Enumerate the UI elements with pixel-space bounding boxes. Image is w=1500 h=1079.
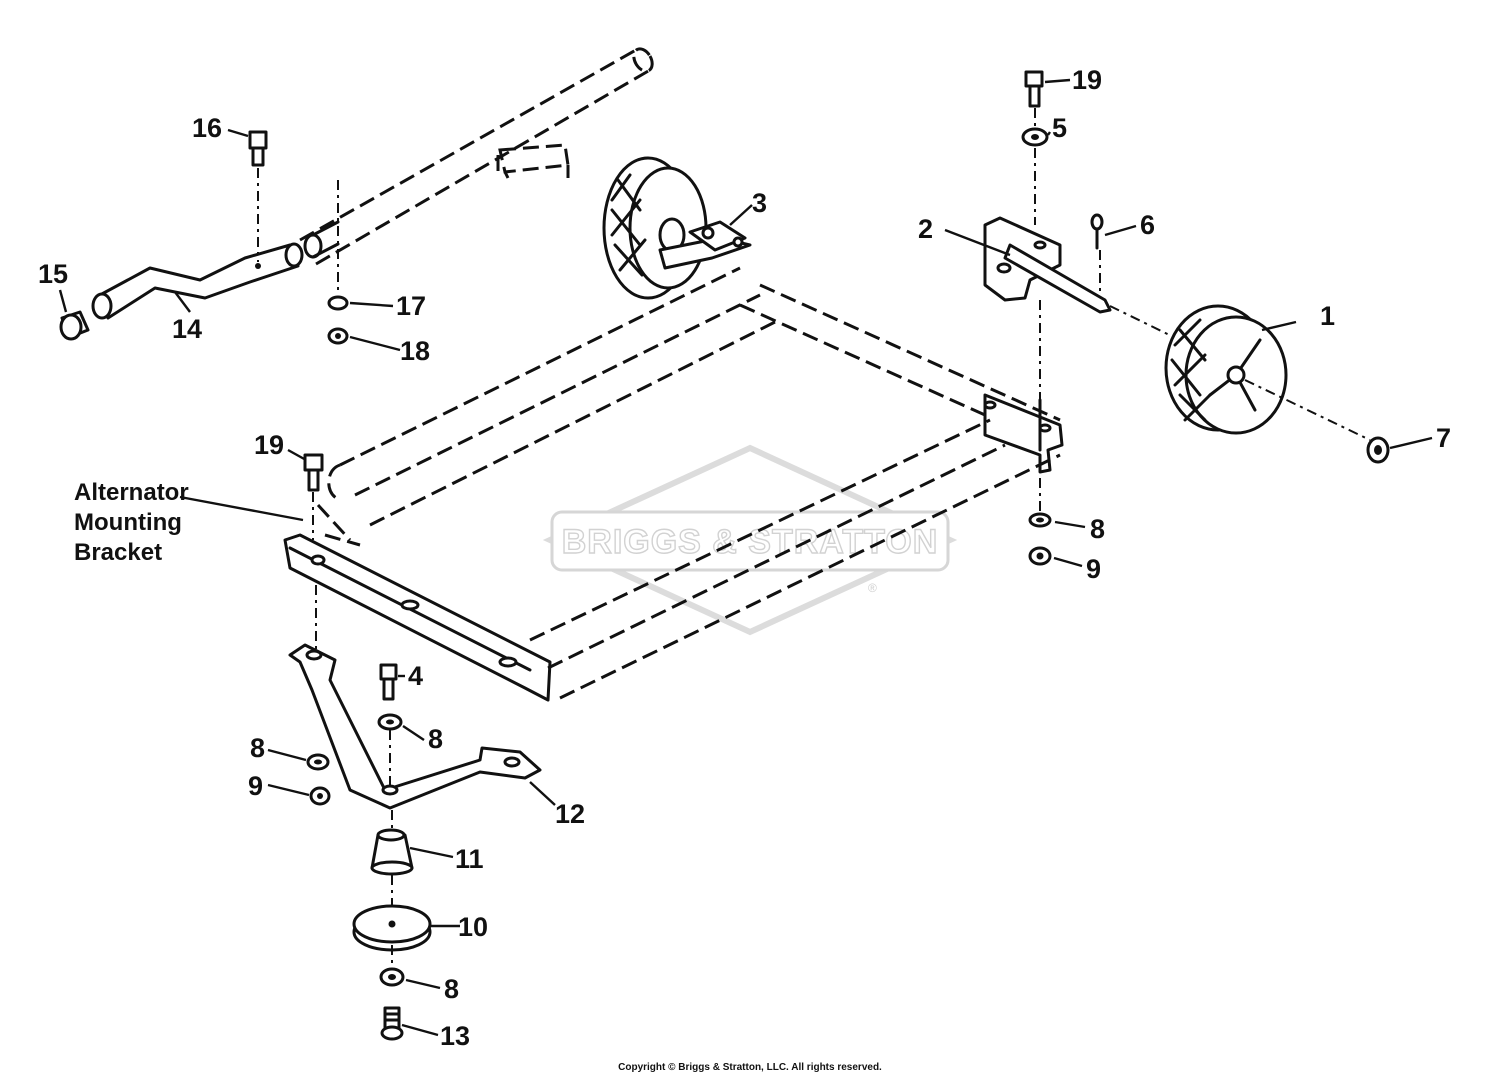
callout-6: 6 (1140, 210, 1155, 240)
callout-8-bracket: 8 (250, 733, 265, 763)
alternator-mounting-bracket-label: Alternator Mounting Bracket (74, 479, 189, 566)
callout-18: 18 (400, 336, 430, 366)
callout-3: 3 (752, 188, 767, 218)
callout-9-rear: 9 (1086, 554, 1101, 584)
leader-lines (58, 78, 1433, 1037)
callout-13: 13 (440, 1021, 470, 1051)
part-16-bolt (248, 130, 268, 262)
frame-dashed (327, 266, 1061, 700)
callout-11: 11 (455, 844, 484, 874)
callout-15: 15 (38, 259, 68, 289)
callout-17: 17 (396, 291, 426, 321)
part-4-bolt (377, 663, 403, 785)
callout-5: 5 (1052, 113, 1067, 143)
copyright-notice: Copyright © Briggs & Stratton, LLC. All … (618, 1062, 882, 1073)
callout-16: 16 (192, 113, 222, 143)
callout-19-front: 19 (254, 430, 284, 460)
callout-1: 1 (1320, 301, 1335, 331)
part-19-front-bolt (303, 453, 361, 650)
frame-solid-front (283, 533, 552, 702)
part-11-isolator (370, 810, 414, 905)
watermark-registered-mark: ® (868, 581, 877, 595)
callout-8-bolt: 8 (428, 724, 443, 754)
parts-8-9-bracket-fasteners (306, 753, 331, 806)
part-19-top-bolt (1024, 70, 1044, 128)
parts-17-18-nut-washer (327, 180, 349, 345)
callout-numbers: 1 2 3 4 5 6 7 8 8 8 8 9 9 10 11 12 13 14… (38, 65, 1451, 1051)
callout-10: 10 (458, 912, 488, 942)
label-alternator: Alternator (74, 479, 189, 506)
label-mounting: Mounting (74, 509, 182, 536)
part-8-bottom-washer (379, 967, 405, 987)
part-10-mount-base (352, 904, 432, 968)
callout-7: 7 (1436, 423, 1451, 453)
callout-14: 14 (172, 314, 202, 344)
part-5-washer (1021, 127, 1049, 410)
part-14-handle (91, 220, 340, 320)
part-3-wheel-left (602, 156, 752, 300)
part-6-pin (1090, 213, 1104, 298)
part-12-mount-bracket (288, 643, 542, 810)
label-bracket: Bracket (74, 539, 162, 566)
part-15-grip (59, 310, 90, 341)
part-13-bottom-bolt (380, 1006, 404, 1041)
part-7-retainer (1366, 436, 1390, 464)
briggs-stratton-watermark: BRIGGS & STRATTON ® (542, 444, 958, 636)
callout-2: 2 (918, 214, 933, 244)
callout-8-rear: 8 (1090, 514, 1105, 544)
callout-19-top: 19 (1072, 65, 1102, 95)
handle-tube-dashed (299, 47, 654, 266)
callout-4: 4 (408, 661, 423, 691)
callout-9-bracket: 9 (248, 771, 263, 801)
watermark-text: BRIGGS & STRATTON (562, 523, 939, 561)
callout-8-bottom: 8 (444, 974, 459, 1004)
parts-8-9-rear-fasteners (1028, 478, 1052, 566)
part-2-axle-bracket (983, 216, 1191, 346)
frame-solid-rear-bracket (983, 393, 1064, 474)
part-1-wheel-right (1164, 304, 1371, 441)
callout-12: 12 (555, 799, 585, 829)
